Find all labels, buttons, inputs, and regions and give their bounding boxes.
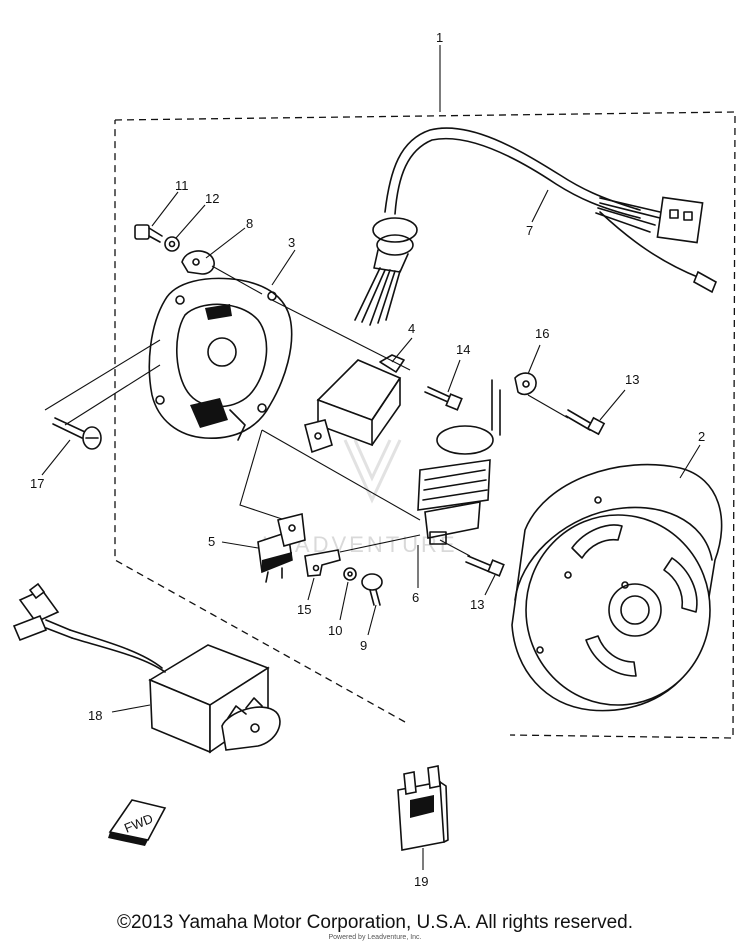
leader-9 xyxy=(367,604,377,636)
assembly-line-plate-to-5 xyxy=(239,429,286,521)
callout-14: 14 xyxy=(456,342,470,357)
callout-13b: 13 xyxy=(470,597,484,612)
leader-13b xyxy=(484,574,496,596)
callout-6: 6 xyxy=(412,590,419,605)
callout-4: 4 xyxy=(408,321,415,336)
part-15-bracket xyxy=(304,549,341,577)
assembly-line-15 xyxy=(339,534,421,553)
callout-8: 8 xyxy=(246,216,253,231)
part-11-screw xyxy=(134,224,163,243)
callout-18: 18 xyxy=(88,708,102,723)
fwd-direction-marker: FWD xyxy=(108,799,167,846)
callout-2: 2 xyxy=(698,429,705,444)
leader-12 xyxy=(175,204,206,239)
callout-12: 12 xyxy=(205,191,219,206)
copyright-notice: ©2013 Yamaha Motor Corporation, U.S.A. A… xyxy=(117,912,633,933)
assembly-line-17b xyxy=(64,364,161,426)
leader-10 xyxy=(339,581,349,621)
leader-13a xyxy=(599,389,626,421)
part-10-washer xyxy=(343,567,357,581)
part-3-stator-plate xyxy=(148,277,293,441)
part-2-flywheel-rotor xyxy=(511,463,723,712)
leader-11 xyxy=(151,191,179,227)
part-19-fuse xyxy=(397,765,449,851)
leader-7 xyxy=(531,189,549,223)
callout-5: 5 xyxy=(208,534,215,549)
assembly-line-6-13b xyxy=(439,539,471,557)
leader-4 xyxy=(391,337,413,363)
leader-5 xyxy=(221,541,259,549)
callout-19: 19 xyxy=(414,874,428,889)
part-5-pickup-coil xyxy=(257,513,306,583)
assembly-line-plate-to-17 xyxy=(44,339,161,411)
assembly-line-8 xyxy=(211,265,263,295)
leader-18 xyxy=(111,704,151,713)
part-6-source-coil xyxy=(417,379,501,545)
part-16-clamp xyxy=(514,372,537,396)
part-14-screw xyxy=(424,386,463,411)
part-18-cdi-unit xyxy=(12,582,281,754)
watermark-logo-icon xyxy=(343,439,402,504)
leader-14 xyxy=(447,359,461,393)
part-17-screw xyxy=(52,417,102,450)
callout-17: 17 xyxy=(30,476,44,491)
part-4-charge-coil xyxy=(304,354,405,454)
leader-3 xyxy=(271,249,296,286)
powered-by-credit: Powered by Leadventure, Inc. xyxy=(328,934,422,941)
callout-16: 16 xyxy=(535,326,549,341)
part-7-wire-harness xyxy=(354,127,718,326)
callout-10: 10 xyxy=(328,623,342,638)
callout-1: 1 xyxy=(436,30,443,45)
assembly-line-16-13 xyxy=(527,394,569,419)
callout-11: 11 xyxy=(175,178,189,193)
part-13a-screw xyxy=(565,409,606,436)
part-9-screw xyxy=(361,573,383,606)
part-12-washer xyxy=(164,236,180,252)
callout-7: 7 xyxy=(526,223,533,238)
part-8-clamp xyxy=(181,250,215,275)
part-13b-screw xyxy=(465,555,505,577)
callout-15: 15 xyxy=(297,602,311,617)
assembly-line-plate-to-6 xyxy=(261,429,421,521)
callout-13a: 13 xyxy=(625,372,639,387)
assembly-boundary xyxy=(114,111,736,739)
leader-2 xyxy=(679,444,701,479)
leader-15 xyxy=(307,577,315,601)
leader-8 xyxy=(205,227,246,259)
callout-3: 3 xyxy=(288,235,295,250)
leader-17 xyxy=(41,439,71,476)
callout-9: 9 xyxy=(360,638,367,653)
leader-16 xyxy=(527,344,541,375)
